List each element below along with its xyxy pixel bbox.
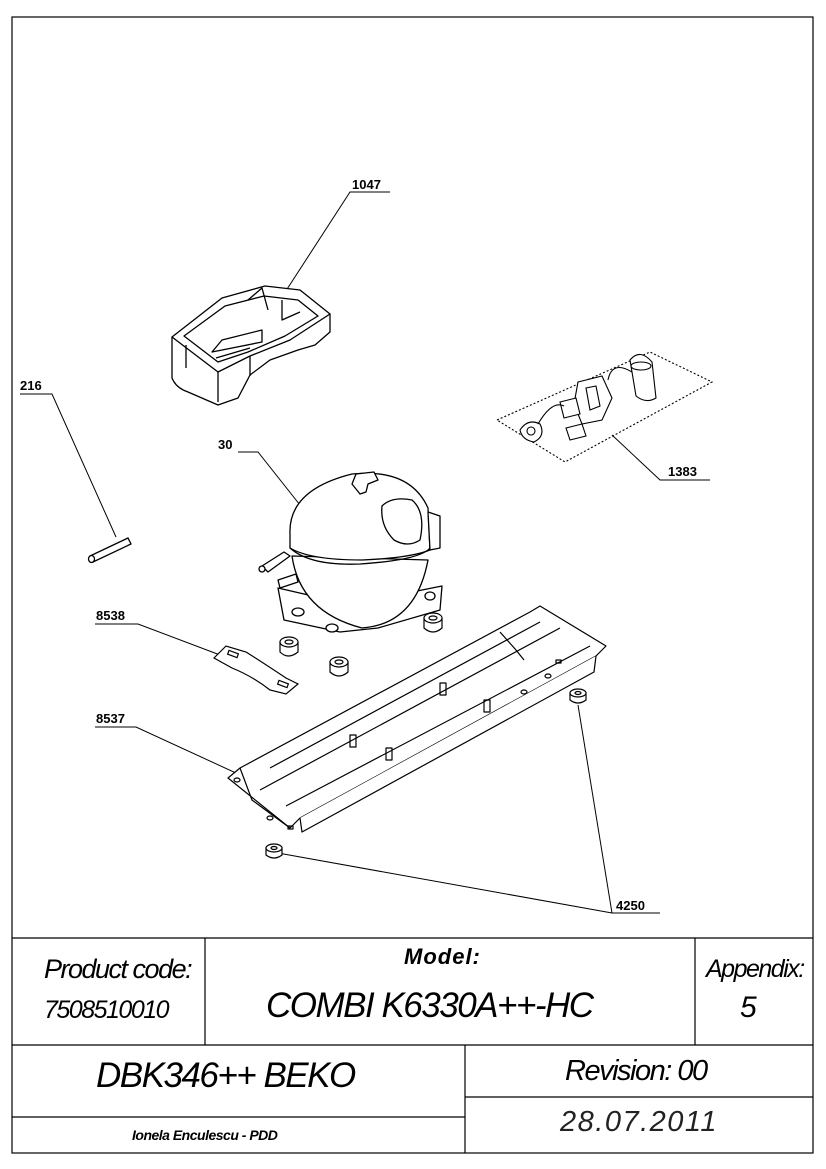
- appendix-label: Appendix:: [706, 955, 805, 983]
- appendix-value: 5: [740, 991, 757, 1024]
- part-8538-bracket: [213, 645, 300, 695]
- part-8537-rail: [227, 605, 607, 833]
- product-code-label: Product code:: [44, 954, 193, 984]
- model-label: Model:: [404, 944, 481, 969]
- title-block-grid: [12, 937, 813, 1153]
- sheet-border: [11, 16, 814, 1154]
- compressor-grommets: [279, 612, 443, 677]
- callout-1047: 1047: [352, 177, 381, 192]
- part-30-compressor: [258, 471, 443, 633]
- part-1383-electrical-kit: [495, 351, 714, 463]
- model-value: COMBI K6330A++-HC: [266, 986, 594, 1025]
- product-code-value: 7508510010: [44, 996, 170, 1024]
- date: 28.07.2011: [560, 1106, 718, 1138]
- leader-lines: [20, 191, 710, 914]
- callout-4250: 4250: [616, 898, 645, 913]
- callout-8538: 8538: [96, 608, 125, 623]
- author: Ionela Enculescu - PDD: [132, 1127, 278, 1143]
- callout-30: 30: [218, 437, 233, 452]
- callout-216: 216: [20, 378, 42, 393]
- revision: Revision: 00: [565, 1055, 708, 1087]
- product-name: DBK346++ BEKO: [96, 1056, 356, 1095]
- callout-8537: 8537: [96, 711, 125, 726]
- part-4250-feet: [265, 688, 587, 859]
- part-1047-cover: [171, 285, 331, 406]
- callout-1383: 1383: [668, 464, 697, 479]
- part-216-rod: [87, 537, 132, 564]
